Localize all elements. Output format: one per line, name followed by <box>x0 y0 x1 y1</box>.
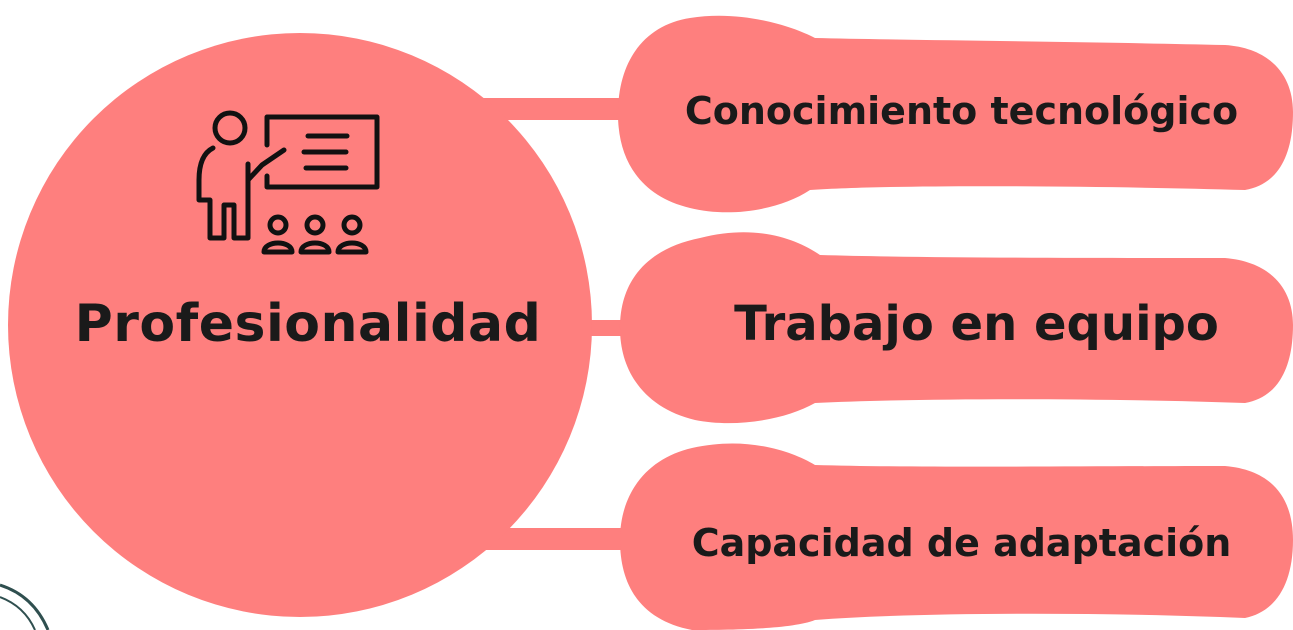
branch-shape-2 <box>620 232 1293 424</box>
branch-shape-1 <box>618 15 1293 213</box>
central-circle <box>8 33 592 617</box>
connector-bottom <box>470 528 640 550</box>
branch-shape-3 <box>620 443 1293 630</box>
central-title: Profesionalidad <box>74 294 542 354</box>
corner-ring <box>0 583 50 630</box>
corner-ring-inner <box>0 596 36 630</box>
teacher-presenting-icon <box>196 110 380 255</box>
branch-label-technological-knowledge: Conocimiento tecnológico <box>684 89 1239 133</box>
connector-top <box>470 98 640 120</box>
branch-label-adaptability: Capacidad de adaptación <box>691 521 1232 565</box>
branch-label-teamwork: Trabajo en equipo <box>734 296 1219 352</box>
